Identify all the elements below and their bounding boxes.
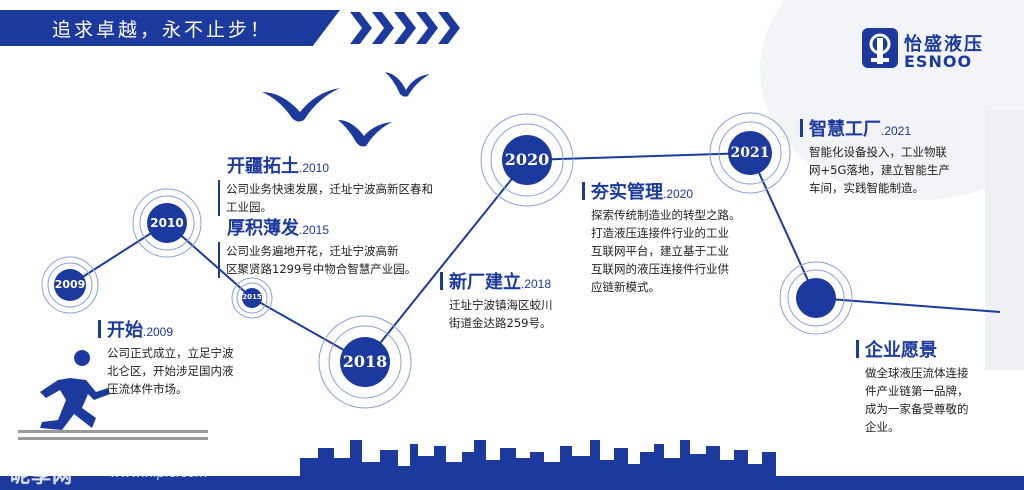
node-2009 [41, 256, 99, 314]
milestone-2010: 开疆拓土 .2010 公司业务快速发展，迁址宁波高新区春和 工业园。 [218, 152, 478, 216]
body-line: 互联网的液压连接件行业供 [591, 262, 729, 276]
body-line: 工业园。 [226, 200, 272, 214]
milestone-2021: 智慧工厂 .2021 智能化设备投入，工业物联 网+5G落地，建立智能生产 车间… [800, 115, 1010, 197]
background-shape-band [840, 120, 960, 160]
logo-name-en: ESNOO [904, 52, 973, 71]
node-label-2009: 2009 [54, 278, 86, 291]
node-2021 [709, 112, 791, 194]
milestone-year: .2015 [299, 223, 330, 237]
milestone-title: 厚积薄发 [227, 218, 299, 239]
body-line: 区聚贤路1299号中物合智慧产业园。 [226, 262, 417, 276]
body-line: 公司正式成立，立足宁波 [107, 346, 234, 360]
body-line: 互联网平台，建立基于工业 [591, 244, 729, 258]
entry-bar [582, 182, 585, 200]
watermark-site: 昵享网 [10, 463, 73, 487]
milestone-2020: 夯实管理 .2020 探索传统制造业的转型之路。 打造液压连接件行业的工业 互联… [582, 178, 772, 296]
body-line: 公司业务遍地开花，迁址宁波高新 [226, 244, 399, 258]
body-line: 北仑区，开始涉足国内液 [107, 364, 234, 378]
node-2015 [231, 277, 273, 319]
body-line: 打造液压连接件行业的工业 [591, 226, 729, 240]
milestone-vision: 企业愿景 做全球液压流体连接 件产业链第一品牌， 成为一家备受尊敬的 企业。 [856, 336, 1016, 436]
body-line: 车间，实践智能制造。 [809, 181, 924, 195]
node-label-2010: 2010 [150, 216, 184, 230]
body-line: 街道金达路259号。 [449, 316, 552, 330]
bird-icon [338, 120, 392, 147]
milestone-body: 公司正式成立，立足宁波 北仑区，开始涉足国内液 压流体件市场。 [107, 344, 268, 398]
city-skyline-icon [300, 440, 776, 476]
body-line: 压流体件市场。 [107, 382, 188, 396]
milestone-title: 开始 [107, 320, 143, 341]
entry-bar [856, 340, 859, 358]
node-label-2020: 2020 [504, 150, 550, 169]
milestone-year: .2018 [521, 277, 552, 291]
milestone-title: 企业愿景 [865, 340, 937, 361]
body-line: 成为一家备受尊敬的 [865, 402, 969, 416]
bottom-bar [0, 476, 1024, 490]
body-line: 智能化设备投入，工业物联 [809, 145, 947, 159]
node-2020 [480, 113, 574, 207]
body-line: 件产业链第一品牌， [865, 384, 969, 398]
milestone-year: .2020 [663, 187, 694, 201]
slogan-banner [0, 10, 340, 46]
body-line: 应链新模式。 [591, 280, 660, 294]
background-shape-right [985, 110, 1024, 370]
milestone-body: 公司业务快速发展，迁址宁波高新区春和 工业园。 [218, 180, 478, 216]
runner-icon [40, 350, 110, 430]
body-line: 公司业务快速发展，迁址宁波高新区春和 [226, 182, 433, 196]
body-line: 做全球液压流体连接 [865, 366, 969, 380]
node-vision [779, 261, 853, 335]
entry-bar [440, 272, 443, 290]
milestone-title: 新厂建立 [449, 272, 521, 293]
esnoo-logo-icon [862, 28, 898, 68]
image-id-text: ID:17570262 NO:20220809084509611116 [790, 464, 987, 476]
body-line: 网+5G落地，建立智能生产 [809, 163, 950, 177]
milestone-2018: 新厂建立 .2018 迁址宁波镇海区蛟川 街道金达路259号。 [440, 268, 590, 332]
milestone-body: 做全球液压流体连接 件产业链第一品牌， 成为一家备受尊敬的 企业。 [865, 364, 1016, 436]
milestone-body: 迁址宁波镇海区蛟川 街道金达路259号。 [449, 296, 590, 332]
milestone-body: 公司业务遍地开花，迁址宁波高新 区聚贤路1299号中物合智慧产业园。 [218, 242, 478, 278]
node-label-2021: 2021 [730, 145, 770, 161]
milestone-2009: 开始 .2009 公司正式成立，立足宁波 北仑区，开始涉足国内液 压流体件市场。 [98, 316, 268, 398]
milestone-body: 智能化设备投入，工业物联 网+5G落地，建立智能生产 车间，实践智能制造。 [809, 143, 1010, 197]
entry-bar [98, 320, 101, 338]
watermark-url: www.nipic.com [110, 466, 208, 481]
body-line: 探索传统制造业的转型之路。 [591, 208, 741, 222]
node-label-2018: 2018 [342, 352, 388, 371]
node-2018 [318, 315, 412, 409]
milestone-title: 智慧工厂 [809, 119, 881, 140]
ground-stripe [18, 437, 208, 440]
bird-icon [385, 72, 430, 97]
bird-icon [262, 88, 340, 122]
ground-stripe [18, 430, 208, 433]
milestone-2015: 厚积薄发 .2015 公司业务遍地开花，迁址宁波高新 区聚贤路1299号中物合智… [218, 214, 478, 278]
logo-name-cn: 怡盛液压 [904, 34, 984, 55]
milestone-title: 夯实管理 [591, 182, 663, 203]
entry-bar [800, 119, 803, 137]
slogan-text: 追求卓越，永不止步！ [52, 19, 273, 41]
body-line: 企业。 [865, 420, 900, 434]
milestone-body: 探索传统制造业的转型之路。 打造液压连接件行业的工业 互联网平台，建立基于工业 … [591, 206, 772, 296]
node-2010 [132, 188, 202, 258]
milestone-year: .2009 [143, 325, 174, 339]
milestone-year: .2010 [299, 161, 330, 175]
body-line: 迁址宁波镇海区蛟川 [449, 298, 553, 312]
milestone-title: 开疆拓土 [227, 156, 299, 177]
milestone-year: .2021 [881, 124, 912, 138]
node-label-2015: 2015 [242, 293, 262, 301]
